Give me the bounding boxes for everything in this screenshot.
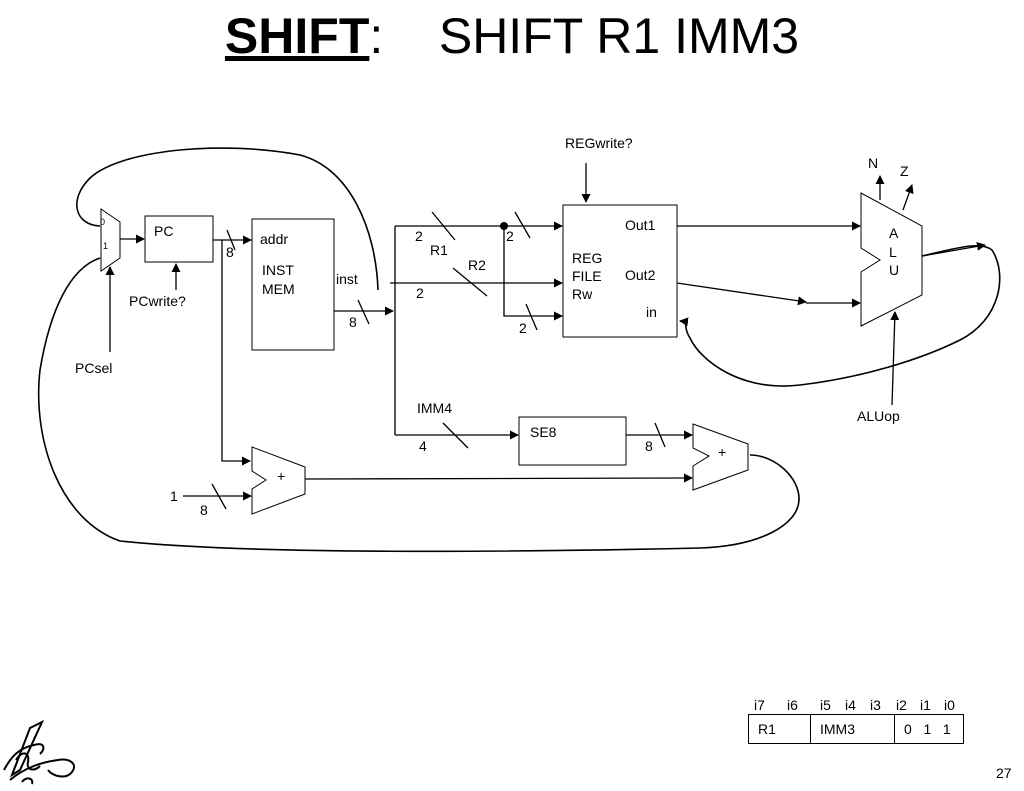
- inst-bus-label: inst: [336, 271, 358, 287]
- r2-width: 2: [416, 285, 424, 301]
- se8-width: 8: [645, 438, 653, 454]
- one-width: 8: [200, 502, 208, 518]
- r2-slash: [452, 267, 488, 297]
- pc-register: [144, 215, 214, 263]
- bit-label-i1: i1: [920, 697, 931, 713]
- page-number: 27: [996, 765, 1012, 781]
- alu-a-label: A: [889, 225, 899, 241]
- encoding-row: R1 IMM3 0 1 1: [748, 714, 964, 744]
- r1-to-rw-wire: [503, 226, 563, 321]
- pc-to-adder-wire: [221, 240, 251, 466]
- bit-label-i7: i7: [754, 697, 765, 713]
- rw-label: Rw: [572, 286, 593, 302]
- pcwrite-label: PCwrite?: [129, 293, 186, 309]
- se8-slash: [654, 422, 666, 448]
- instruction-memory: [251, 218, 335, 351]
- r2-label: R2: [468, 257, 486, 273]
- z-flag-label: Z: [900, 163, 909, 179]
- one-slash: [211, 483, 227, 510]
- regwrite-label: REGwrite?: [565, 135, 633, 151]
- r1-b-width: 2: [506, 228, 514, 244]
- adder-to-branch-wire: [304, 473, 693, 483]
- out2-to-alu-wire: [676, 282, 807, 306]
- field-opcode: 0 1 1: [894, 714, 964, 744]
- addr-label: addr: [260, 231, 288, 247]
- imm-width: 4: [419, 438, 427, 454]
- file-label: FILE: [572, 268, 602, 284]
- in-label: in: [646, 304, 657, 320]
- pc-bus-width: 8: [226, 244, 234, 260]
- hand-writing-icon: [3, 719, 76, 785]
- slide-title: SHIFT: SHIFT R1 IMM3: [0, 6, 1024, 66]
- bit-label-i6: i6: [787, 697, 798, 713]
- inst-label: INST: [262, 262, 294, 278]
- rw-width: 2: [519, 320, 527, 336]
- r1-slash: [431, 211, 456, 241]
- aluop-wire: [890, 311, 900, 406]
- pc-increment-adder: [251, 446, 306, 515]
- se8-label: SE8: [530, 424, 557, 440]
- rw-slash: [525, 303, 538, 331]
- alu-to-out-arrow: [921, 241, 986, 257]
- out1-label: Out1: [625, 217, 656, 233]
- pc-label: PC: [154, 223, 173, 239]
- pcsel-label: PCsel: [75, 360, 112, 376]
- r1-label: R1: [430, 242, 448, 258]
- bit-label-i4: i4: [845, 697, 856, 713]
- mux-input-0-label: 0: [100, 217, 105, 227]
- bit-label-i3: i3: [870, 697, 881, 713]
- pc-adder-plus: +: [277, 468, 285, 484]
- branch-loop-wire: [37, 257, 800, 553]
- bit-label-i2: i2: [896, 697, 907, 713]
- mux-input-1-label: 1: [103, 241, 108, 251]
- inst-bus-width: 8: [349, 314, 357, 330]
- out2-label: Out2: [625, 267, 656, 283]
- pc-mux: [100, 208, 121, 272]
- register-file: [562, 204, 678, 338]
- reg-label: REG: [572, 250, 602, 266]
- constant-one-label: 1: [170, 488, 178, 504]
- mem-label: MEM: [262, 281, 295, 297]
- alu-l-label: L: [889, 244, 897, 260]
- sign-extend-unit: [518, 416, 627, 466]
- branch-adder-plus: +: [718, 444, 726, 460]
- n-flag-label: N: [868, 155, 878, 171]
- pc-loop-wire: [76, 147, 379, 291]
- bit-label-i5: i5: [820, 697, 831, 713]
- imm4-label: IMM4: [417, 400, 452, 416]
- imm-slash: [442, 422, 469, 449]
- bit-label-i0: i0: [944, 697, 955, 713]
- alu: [860, 192, 923, 327]
- field-r1: R1: [748, 714, 811, 744]
- alu-writeback-wire: [679, 244, 1001, 387]
- instruction-encoding-table: R1 IMM3 0 1 1: [748, 714, 964, 744]
- title-keyword: SHIFT: [224, 8, 370, 64]
- branch-adder: [692, 423, 749, 491]
- field-imm3: IMM3: [810, 714, 895, 744]
- pc-bus-slash: [226, 229, 236, 251]
- r1-b-slash: [514, 211, 531, 239]
- inst-bus-slash: [357, 299, 370, 325]
- r1-width: 2: [415, 228, 423, 244]
- z-flag-wire: [902, 184, 914, 211]
- alu-u-label: U: [889, 262, 899, 278]
- title-separator: :: [369, 8, 384, 64]
- aluop-label: ALUop: [857, 408, 900, 424]
- title-instruction: SHIFT R1 IMM3: [438, 8, 800, 64]
